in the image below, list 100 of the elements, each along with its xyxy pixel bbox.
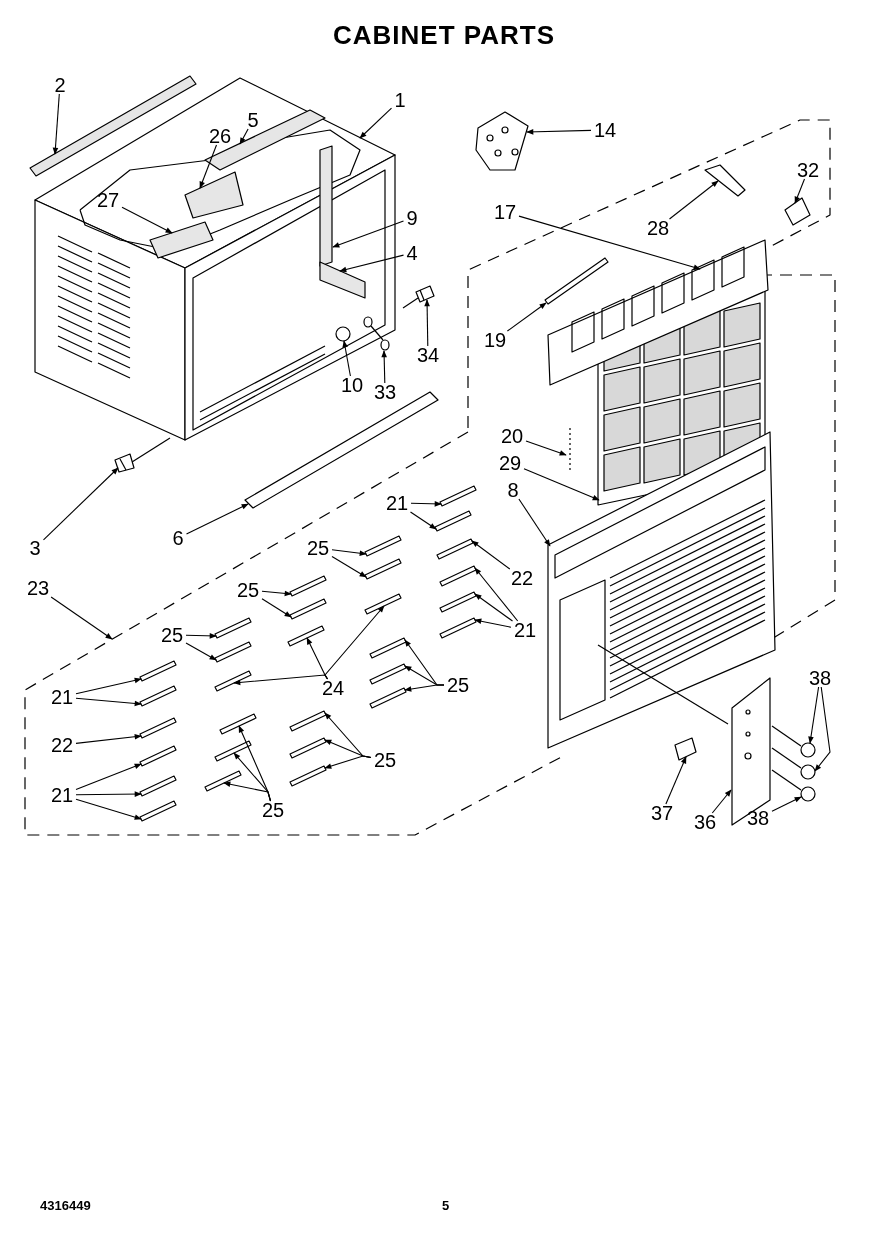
screw bbox=[402, 285, 435, 309]
louver-blade bbox=[214, 670, 252, 692]
callout-number: 33 bbox=[372, 381, 399, 403]
louver-blade bbox=[439, 591, 477, 613]
plate bbox=[731, 677, 771, 826]
leader-line bbox=[331, 555, 367, 578]
knob bbox=[771, 725, 816, 758]
leader-line bbox=[814, 686, 831, 772]
leader-line bbox=[409, 511, 437, 530]
block bbox=[674, 737, 697, 761]
callout-number: 20 bbox=[499, 425, 526, 447]
louver-blade bbox=[289, 710, 327, 732]
leader-line bbox=[471, 540, 511, 570]
callout-number: 38 bbox=[807, 667, 834, 689]
leader-line bbox=[239, 128, 249, 145]
callout-number: 5 bbox=[245, 109, 261, 131]
foam-strip bbox=[319, 145, 333, 267]
leader-line bbox=[523, 468, 600, 501]
louver-blade bbox=[436, 538, 474, 560]
callout-number: 21 bbox=[49, 686, 76, 708]
callout-number: 9 bbox=[404, 207, 420, 229]
leader-line bbox=[342, 340, 351, 377]
callout-number: 29 bbox=[497, 452, 524, 474]
leader-line bbox=[410, 501, 442, 507]
callout-number: 4 bbox=[404, 242, 420, 264]
leader-line bbox=[526, 129, 592, 135]
leader-line bbox=[525, 440, 567, 456]
louver-blade bbox=[139, 745, 177, 767]
callout-number: 25 bbox=[372, 749, 399, 771]
clip bbox=[784, 197, 811, 226]
louver-blade bbox=[139, 800, 177, 822]
leader-line bbox=[359, 107, 393, 139]
louver-blade bbox=[214, 641, 252, 663]
louver-blade bbox=[364, 593, 402, 615]
leader-line bbox=[199, 144, 218, 189]
bracket bbox=[475, 111, 529, 171]
louver-blade bbox=[439, 617, 477, 639]
leader-line bbox=[506, 302, 547, 332]
leader-line bbox=[331, 549, 367, 556]
callout-number: 37 bbox=[649, 802, 676, 824]
leader-line bbox=[52, 93, 60, 155]
leader-line bbox=[404, 684, 445, 692]
callout-number: 25 bbox=[235, 579, 262, 601]
callout-number: 17 bbox=[492, 201, 519, 223]
knob bbox=[771, 769, 816, 802]
clip bbox=[704, 164, 746, 197]
callout-number: 21 bbox=[384, 492, 411, 514]
leader-line bbox=[324, 755, 372, 769]
callout-number: 34 bbox=[415, 344, 442, 366]
callout-number: 2 bbox=[52, 74, 68, 96]
louver-blade bbox=[439, 485, 477, 507]
louver-blade bbox=[369, 687, 407, 709]
callout-number: 22 bbox=[509, 567, 536, 589]
leader-line bbox=[381, 350, 387, 384]
louver-blade bbox=[364, 535, 402, 557]
leader-line bbox=[75, 763, 142, 791]
page-title: CABINET PARTS bbox=[332, 20, 556, 51]
callout-number: 25 bbox=[159, 624, 186, 646]
louver-blade bbox=[369, 663, 407, 685]
leader-line bbox=[75, 733, 142, 744]
leader-line bbox=[808, 686, 820, 744]
louver-blade bbox=[214, 617, 252, 639]
louver-blade bbox=[364, 558, 402, 580]
callout-number: 32 bbox=[795, 159, 822, 181]
leader-line bbox=[121, 206, 173, 234]
louver-blade bbox=[434, 510, 472, 532]
part-number: 4316449 bbox=[40, 1198, 91, 1213]
control-bracket bbox=[547, 239, 769, 386]
louver-blade bbox=[204, 770, 242, 792]
louver-blade bbox=[289, 737, 327, 759]
washer bbox=[363, 316, 390, 351]
callout-number: 14 bbox=[592, 119, 619, 141]
leader-line bbox=[223, 781, 272, 802]
callout-number: 27 bbox=[95, 189, 122, 211]
callout-number: 21 bbox=[512, 619, 539, 641]
seal-strip bbox=[29, 75, 197, 177]
louver-blade bbox=[139, 660, 177, 682]
foam-strip bbox=[319, 261, 366, 299]
louver-blade bbox=[289, 765, 327, 787]
louver-blade bbox=[289, 598, 327, 620]
leader-line bbox=[711, 789, 732, 814]
louver-blade bbox=[139, 775, 177, 797]
leader-line bbox=[668, 180, 719, 220]
callout-number: 25 bbox=[260, 799, 287, 821]
leader-line bbox=[261, 590, 292, 597]
screw bbox=[114, 437, 171, 473]
leader-line bbox=[332, 220, 405, 248]
leader-line bbox=[474, 618, 512, 628]
callout-number: 24 bbox=[320, 677, 347, 699]
leader-line bbox=[324, 605, 385, 680]
callout-number: 25 bbox=[305, 537, 332, 559]
louver-blade bbox=[214, 740, 252, 762]
louver-blade bbox=[139, 717, 177, 739]
leader-line bbox=[75, 677, 142, 695]
cabinet bbox=[34, 77, 396, 441]
callout-number: 22 bbox=[49, 734, 76, 756]
leader-line bbox=[794, 178, 806, 204]
leader-line bbox=[518, 215, 701, 270]
louver-blade bbox=[287, 625, 325, 647]
callout-number: 10 bbox=[339, 374, 366, 396]
